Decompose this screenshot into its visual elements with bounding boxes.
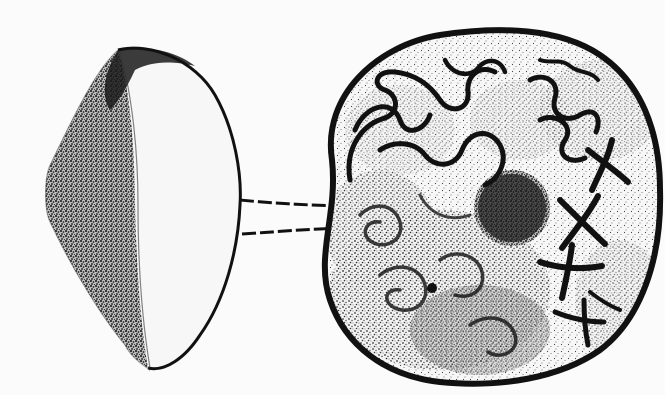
- dark-dot: [427, 283, 437, 293]
- cell-nucleus: [325, 30, 665, 383]
- lens-shape: [46, 48, 241, 372]
